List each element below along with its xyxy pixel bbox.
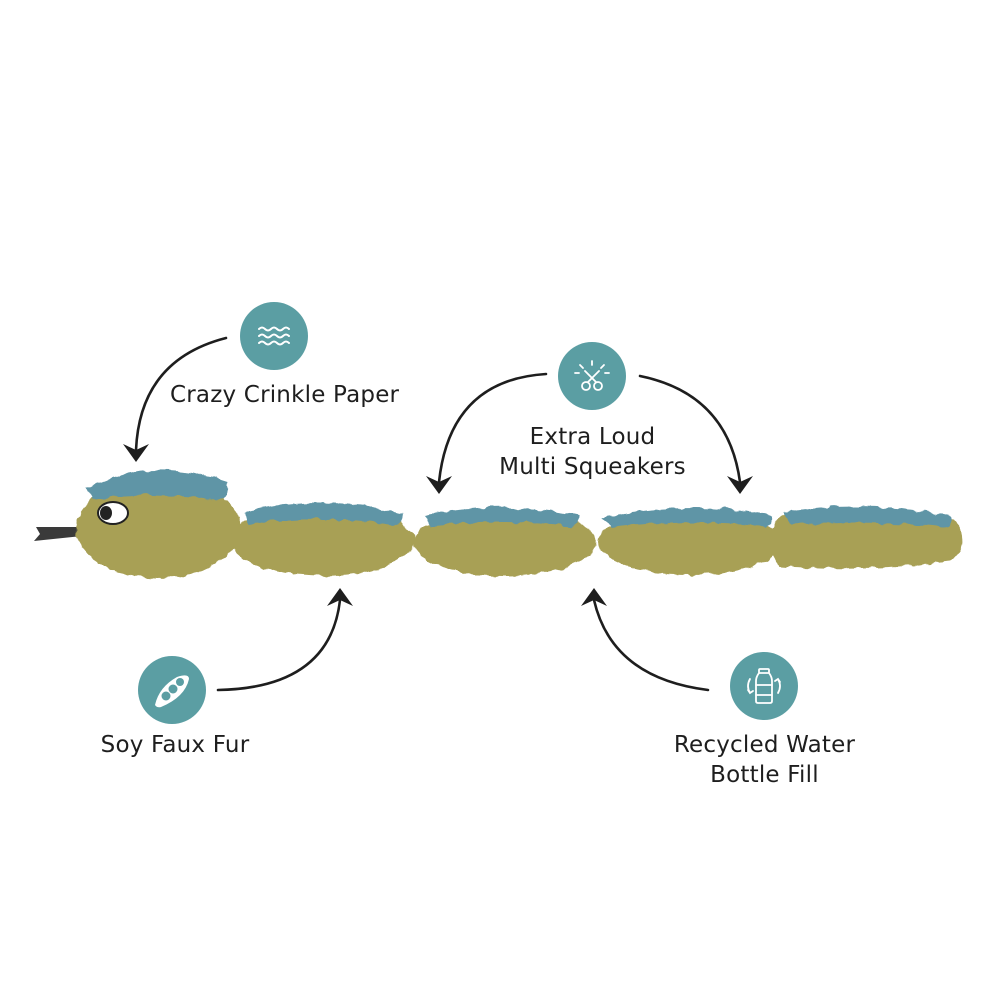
feature-icon-recycled — [730, 652, 798, 720]
feature-icon-crinkle — [240, 302, 308, 370]
arrow-fur — [216, 598, 342, 692]
snake-segment — [598, 509, 782, 575]
feature-icon-squeakers — [558, 342, 626, 410]
waves-icon — [258, 326, 290, 346]
feature-label-squeakers: Extra Loud Multi Squeakers — [490, 422, 695, 482]
feature-label-line: Recycled Water — [673, 732, 856, 758]
feature-label-line: Extra Loud — [529, 424, 656, 450]
arrowhead — [327, 588, 353, 606]
snake-tongue — [34, 527, 82, 541]
snake-back-fur — [784, 506, 953, 527]
squeaker-icon — [574, 360, 610, 391]
snake-tail — [770, 512, 963, 569]
snake-back-fur — [424, 507, 579, 526]
snake-back-fur — [244, 502, 403, 525]
arrow-recycled — [592, 598, 710, 692]
arrow-squeaker-right — [638, 374, 742, 484]
recycled-bottle-icon — [747, 668, 781, 704]
arrowhead — [727, 476, 753, 494]
feature-label-recycled: Recycled Water Bottle Fill — [672, 730, 857, 790]
feature-label-fur: Soy Faux Fur — [100, 730, 250, 760]
arrow-crinkle — [134, 336, 228, 452]
snake-pupil — [100, 506, 112, 520]
feature-label-crinkle: Crazy Crinkle Paper — [170, 380, 400, 410]
arrow-squeaker-left — [437, 372, 548, 484]
snake-segment — [230, 504, 414, 576]
feature-label-line: Crazy Crinkle Paper — [170, 382, 400, 408]
snake-segment — [413, 508, 597, 576]
feature-label-line: Soy Faux Fur — [100, 732, 250, 758]
snake-back-fur — [86, 470, 229, 500]
feature-label-line: Bottle Fill — [710, 762, 819, 788]
feature-label-line: Multi Squeakers — [499, 454, 686, 480]
snake-back-fur — [604, 507, 773, 528]
peapod-icon — [155, 675, 189, 708]
feature-icon-fur — [138, 656, 206, 724]
arrowhead — [581, 588, 607, 606]
arrowhead — [426, 476, 452, 494]
arrowhead — [123, 444, 149, 462]
